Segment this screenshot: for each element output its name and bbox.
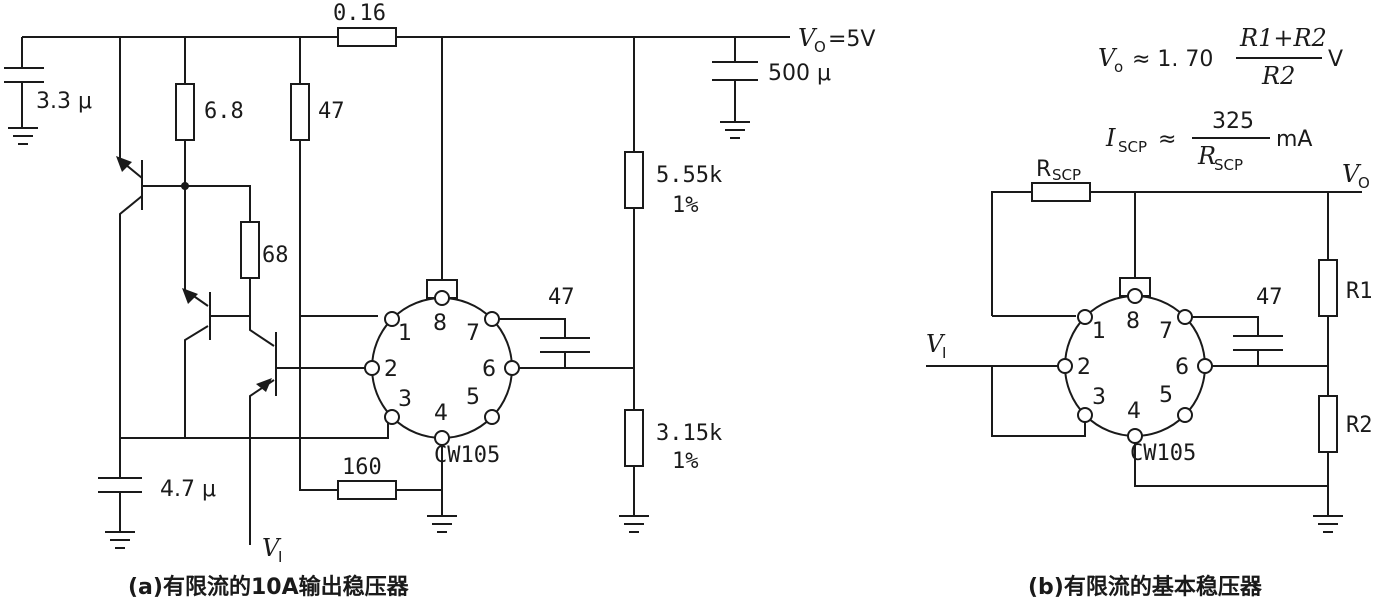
r-47-label: 47 [318, 99, 345, 124]
pin-label-8-a: 8 [433, 311, 447, 336]
pin-label-3-b: 3 [1092, 385, 1106, 410]
r-3-15k-label: 3.15k [656, 421, 722, 446]
pin-label-5-b: 5 [1159, 383, 1173, 408]
c-47-b-label: 47 [1256, 285, 1283, 310]
pin-6-b [1197, 358, 1213, 374]
formula-iscp-denominator-sub: SCP [1214, 156, 1243, 174]
c-3-3u-label: 3.3 μ [36, 89, 92, 114]
r1-label: R1 [1346, 279, 1373, 304]
pin-6-a [504, 360, 520, 376]
resistor-rscp [1031, 182, 1091, 202]
pin-label-6-a: 6 [482, 357, 496, 382]
resistor-r1 [1318, 259, 1338, 317]
r-0-16-label: 0.16 [333, 1, 386, 26]
rscp-label-r: R [1036, 157, 1051, 182]
circuit-b: V o ≈ 1. 70 R1+R2 R2 V I SCP ≈ 325 R SCP… [926, 24, 1373, 600]
vin-b-v: V [926, 330, 946, 358]
pin-label-8-b: 8 [1126, 309, 1140, 334]
pin-label-1-b: 1 [1092, 319, 1106, 344]
formula-iscp-approx: ≈ [1158, 127, 1176, 152]
r-3-15k-tol: 1% [672, 449, 699, 474]
formula-vo-unit: V [1328, 47, 1343, 72]
vout-a-value: =5V [828, 27, 875, 52]
pin-label-6-b: 6 [1175, 355, 1189, 380]
formula-vo-approx: ≈ 1. 70 [1132, 47, 1213, 72]
r-6-8-label: 6.8 [204, 99, 244, 124]
vin-a-v: V [262, 534, 282, 562]
c-500u-label: 500 μ [768, 61, 831, 86]
resistor-6-8 [175, 83, 195, 141]
ic-name-b: CW105 [1130, 441, 1196, 466]
formula-vo-numerator: R1+R2 [1239, 24, 1327, 52]
vin-a-sub: I [278, 548, 282, 566]
formula-vo-lhs: V [1098, 44, 1118, 72]
resistor-0-16 [337, 27, 397, 47]
pin-label-1-a: 1 [398, 321, 412, 346]
pin-5-a [484, 409, 500, 425]
pin-label-4-b: 4 [1127, 399, 1141, 424]
pin-label-4-a: 4 [434, 401, 448, 426]
pin-7-b [1177, 309, 1193, 325]
vout-b-sub: O [1358, 174, 1370, 192]
formula-iscp-lhs-sub: SCP [1118, 138, 1147, 156]
caption-b: (b)有限流的基本稳压器 [1028, 574, 1263, 600]
pin-1-a [384, 311, 400, 327]
pin-2-b [1057, 358, 1073, 374]
pin-3-a [384, 409, 400, 425]
resistor-68 [240, 221, 260, 279]
caption-a: (a)有限流的10A输出稳压器 [128, 574, 410, 600]
formula-iscp-unit: mA [1276, 127, 1312, 152]
pin-label-3-a: 3 [398, 387, 412, 412]
pin-label-7-a: 7 [466, 321, 480, 346]
ic-name-a: CW105 [434, 443, 500, 468]
formula-vo-denominator: R2 [1261, 62, 1295, 90]
vout-b-v: V [1342, 160, 1362, 188]
circuit-a: 0.16 V O =5V 500 μ 3.3 μ 6.8 68 [4, 1, 875, 600]
r-5-55k-tol: 1% [672, 193, 699, 218]
c-4-7u-label: 4.7 μ [160, 477, 216, 502]
r-68-label: 68 [262, 243, 289, 268]
formula-vo-lhs-sub: o [1114, 58, 1123, 76]
resistor-47 [290, 83, 310, 141]
pin-label-2-b: 2 [1077, 355, 1091, 380]
pin-3-b [1077, 407, 1093, 423]
pin-7-a [484, 311, 500, 327]
formula-iscp-denominator: R [1197, 142, 1216, 170]
c-47-a-label: 47 [548, 285, 575, 310]
vout-a-v: V [798, 24, 818, 52]
pin-1-b [1077, 309, 1093, 325]
pin-8-a [434, 290, 450, 306]
resistor-r2 [1318, 395, 1338, 453]
pin-label-2-a: 2 [384, 357, 398, 382]
r-160-label: 160 [342, 455, 382, 480]
pin-2-a [364, 360, 380, 376]
resistor-3-15k [624, 409, 644, 467]
pin-label-5-a: 5 [466, 385, 480, 410]
resistor-5-55k [624, 151, 644, 209]
resistor-160 [337, 480, 397, 500]
vin-b-sub: I [942, 344, 946, 362]
r-5-55k-label: 5.55k [656, 163, 722, 188]
pin-8-b [1127, 288, 1143, 304]
formula-iscp-numerator: 325 [1212, 109, 1254, 134]
vout-a-sub: O [814, 38, 826, 56]
rscp-label-sub: SCP [1052, 166, 1081, 184]
formula-iscp-lhs: I [1105, 124, 1116, 152]
pin-5-b [1177, 407, 1193, 423]
pin-label-7-b: 7 [1159, 319, 1173, 344]
r2-label: R2 [1346, 413, 1373, 438]
